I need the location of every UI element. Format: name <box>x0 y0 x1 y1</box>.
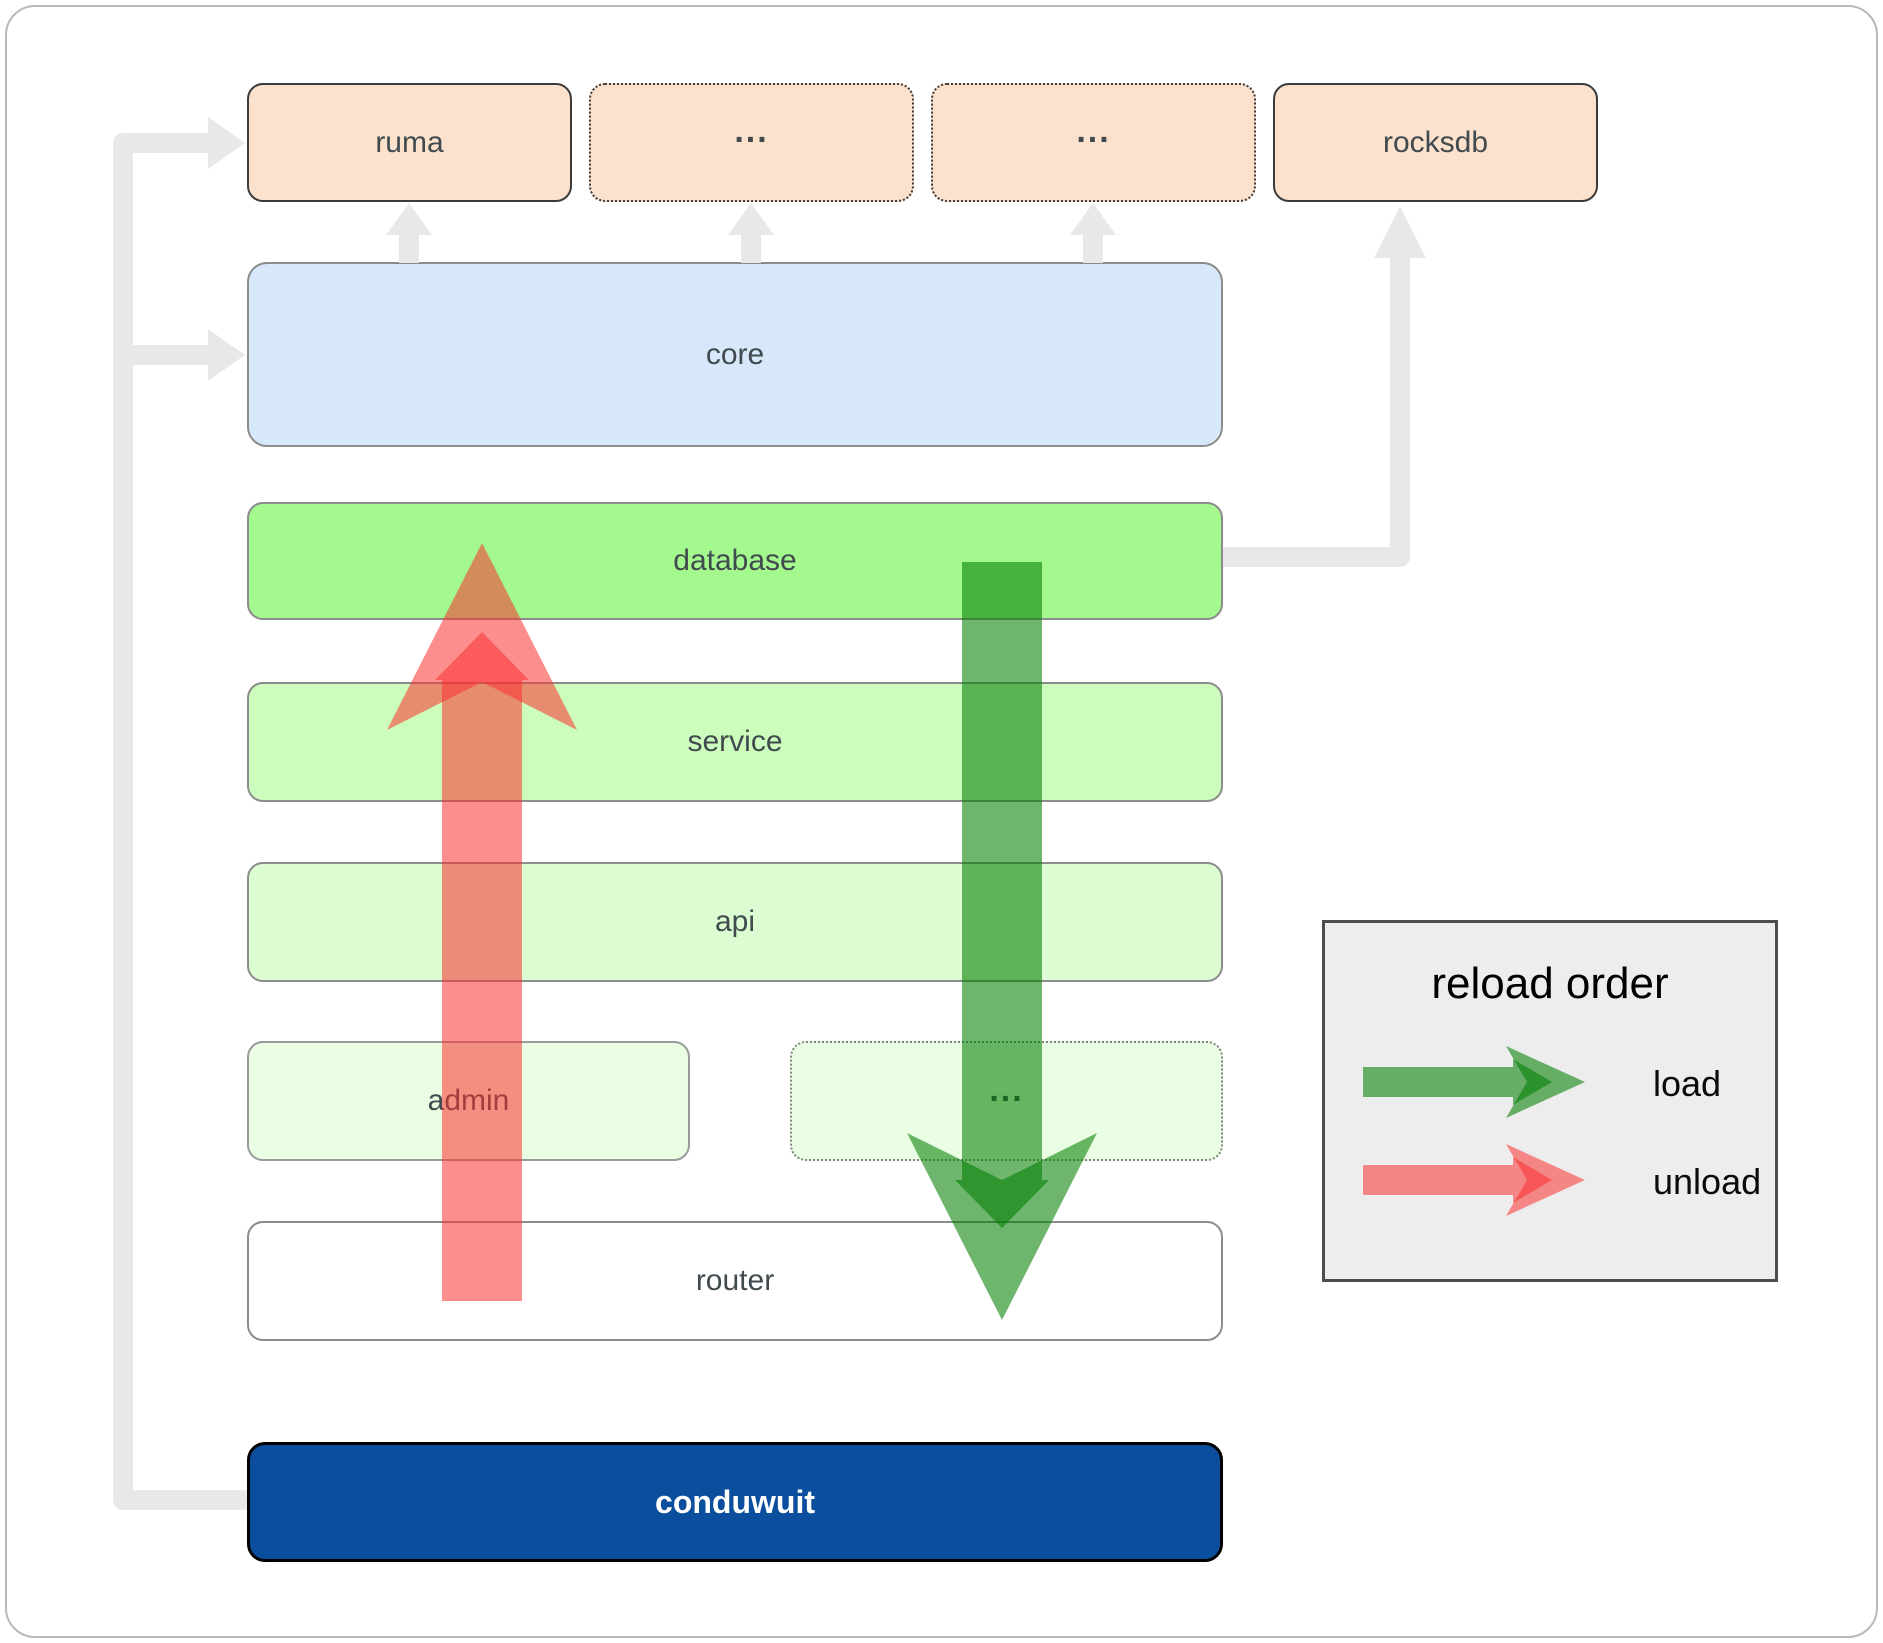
up-arrowhead-ellipsis1-icon <box>728 203 774 235</box>
box-ruma: ruma <box>247 83 572 202</box>
box-router-label: router <box>695 1264 775 1297</box>
box-ellipsis-module: ... <box>790 1041 1223 1161</box>
box-database-label: database <box>673 544 797 577</box>
box-ellipsis-crate-2: ... <box>931 83 1256 202</box>
box-conduwuit: conduwuit <box>247 1442 1223 1562</box>
up-arrowhead-ruma-icon <box>386 203 432 235</box>
box-api-label: api <box>714 905 756 938</box>
box-database: database <box>247 502 1223 620</box>
connector-arrowheads <box>208 117 245 381</box>
box-ellipsis-crate-2-label: ... <box>1076 112 1111 150</box>
up-arrowhead-ellipsis2-icon <box>1070 203 1116 235</box>
up-arrowhead-rocksdb-icon <box>1374 206 1426 258</box>
box-core-label: core <box>705 337 765 371</box>
box-ellipsis-crate-1: ... <box>589 83 914 202</box>
box-service-label: service <box>687 725 783 758</box>
legend-reload-order: reload order load unload <box>1322 920 1778 1282</box>
box-ellipsis-crate-1-label: ... <box>734 112 769 150</box>
box-admin: admin <box>247 1041 690 1161</box>
box-conduwuit-label: conduwuit <box>655 1483 815 1520</box>
box-api: api <box>247 862 1223 982</box>
box-service: service <box>247 682 1223 802</box>
arrowhead-into-core-icon <box>208 329 245 381</box>
legend-unload-label: unload <box>1653 1161 1762 1202</box>
conduwuit-to-ruma-core-connector <box>113 133 247 1510</box>
box-ellipsis-module-label: ... <box>989 1070 1024 1109</box>
diagram-outer-frame <box>5 5 1878 1638</box>
box-ruma-label: ruma <box>375 125 444 159</box>
arrowhead-into-ruma-icon <box>208 117 245 169</box>
box-rocksdb-label: rocksdb <box>1382 125 1489 159</box>
legend-title: reload order <box>1431 959 1669 1008</box>
box-core: core <box>247 262 1223 447</box>
legend-load-label: load <box>1653 1063 1722 1104</box>
core-to-crates-arrows <box>386 203 1116 263</box>
box-rocksdb: rocksdb <box>1273 83 1598 202</box>
box-router: router <box>247 1221 1223 1341</box>
box-admin-label: admin <box>427 1084 510 1117</box>
database-to-rocksdb-connector <box>1223 206 1426 567</box>
